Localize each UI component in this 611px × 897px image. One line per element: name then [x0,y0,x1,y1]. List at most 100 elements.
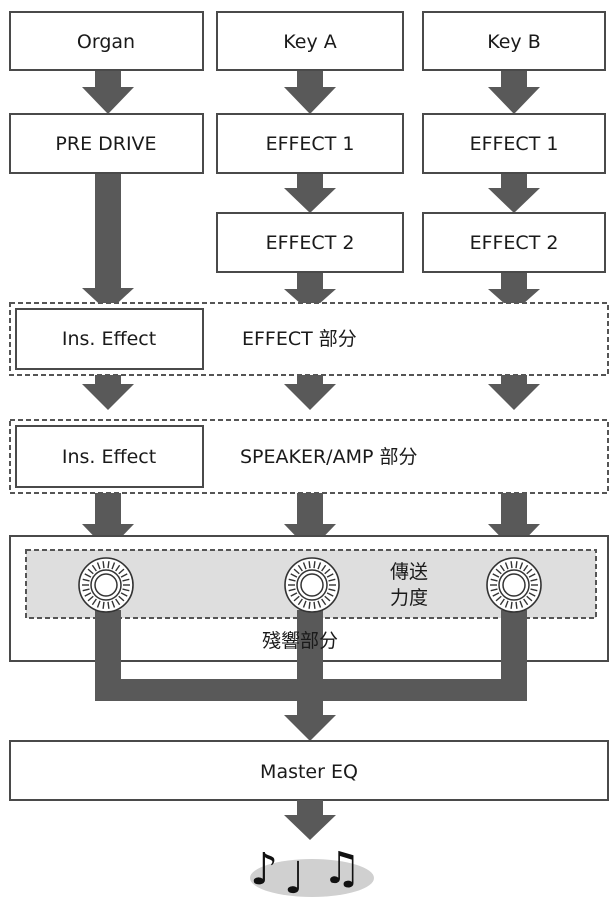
knob-tick [297,564,303,572]
knob-tick [118,595,125,602]
knob-tick [87,568,94,575]
knob-tick [102,561,105,569]
knob-tick [120,592,128,597]
note-cloud [250,859,374,897]
arrow-keya-effect2-to-effect-section [284,272,336,312]
master-eq-label: Master EQ [260,761,358,783]
keyb-effect2-box [422,212,606,273]
keya-effect2-box [216,212,404,273]
knob-tick [490,578,498,582]
merge-bar-horizontal [95,679,527,701]
knob-tick [523,564,529,572]
speaker-section: Ins. Effect SPEAKER/AMP 部分 [9,419,609,494]
knob-tick [91,598,97,606]
knob-tick [495,568,502,575]
knob-tick [495,595,502,602]
knob-tick [526,595,533,602]
knob-tick [313,561,316,569]
note-beamed: ♫ [322,843,361,894]
knob-tick [115,598,121,606]
knob-tick [510,561,513,569]
knob-tick [317,562,322,570]
arrow-effect-to-speaker-3 [488,370,540,410]
knob-tick [499,598,505,606]
keya-effect2-label: EFFECT 2 [266,232,355,254]
knob-tick [302,600,307,608]
knob-tick [293,568,300,575]
send-level-label-line1: 傳送 [390,561,428,583]
arrow-predrive-to-ins-effect [82,173,134,312]
knob-tick [107,601,110,609]
knob-tick [84,573,92,578]
keyb-effect1-label: EFFECT 1 [470,133,559,155]
knob-ticks-1 [82,561,130,609]
send-level-label-line2: 力度 [390,587,428,609]
source-row: Organ Key A Key B [9,11,606,71]
source-keyb-box [422,11,606,71]
knob-tick [96,600,101,608]
keyb-effect1-box [422,113,606,174]
arrow-effect-to-speaker-1 [82,370,134,410]
knob-tick [91,564,97,572]
knob-tick [302,562,307,570]
knob-tick [519,562,524,570]
effect-ins-effect-label: Ins. Effect [62,328,156,350]
knob-tick [321,564,327,572]
knob-tick [82,578,90,582]
knob-tick [293,595,300,602]
effect-section: Ins. Effect EFFECT 部分 [9,302,609,376]
send-knob-1[interactable] [78,557,134,613]
knob-tick [530,588,538,592]
source-keya-box [216,11,404,71]
send-knob-2[interactable] [284,557,340,613]
source-organ-label: Organ [77,31,135,53]
arrow-master-to-output [284,800,336,840]
knob-tick [308,601,311,609]
effect-section-label: EFFECT 部分 [242,328,357,350]
row2: PRE DRIVE EFFECT 1 EFFECT 1 [9,113,606,174]
knob-tick [528,592,536,597]
knob-tick [122,578,130,582]
knob-tick [328,588,336,592]
knob-tick [515,601,518,609]
knob-tick [102,601,105,609]
knob-tick [504,562,509,570]
arrow-keyb-effect2-to-effect-section [488,272,540,312]
knob-tick [308,561,311,569]
knob-tick [288,588,296,592]
knob-tick [111,600,116,608]
note-eighth: ♪ [250,844,278,895]
knob-ticks-2 [288,561,336,609]
knob-tick [84,592,92,597]
arrow-keyb-to-effect1 [488,70,540,114]
knob-tick [515,561,518,569]
send-knob-3[interactable] [486,557,542,613]
knob-tick [523,598,529,606]
knob-tick [324,568,331,575]
master-eq: Master EQ [9,740,609,801]
effect-ins-effect-box [15,308,204,370]
knob-tick [328,578,336,582]
knob-tick [490,588,498,592]
knob-tick [118,568,125,575]
arrow-merge-to-master [284,701,336,741]
knob-tick [528,573,536,578]
knob-tick [504,600,509,608]
knob-tick [321,598,327,606]
keya-effect1-box [216,113,404,174]
knob-tick [290,592,298,597]
source-keya-label: Key A [283,31,336,53]
knob-tick [317,600,322,608]
reverb-section: 傳送 力度 殘響部分 [9,535,609,701]
knob-tick [313,601,316,609]
knob-tick [530,578,538,582]
knob-tick [326,573,334,578]
knob-tick [519,600,524,608]
speaker-ins-effect-label: Ins. Effect [62,446,156,468]
keya-effect1-label: EFFECT 1 [266,133,355,155]
knob-tick [492,573,500,578]
arrow-keya-to-effect1 [284,70,336,114]
source-keyb-label: Key B [487,31,541,53]
music-notes-icon: ♪ ♩ ♫ [250,843,374,897]
